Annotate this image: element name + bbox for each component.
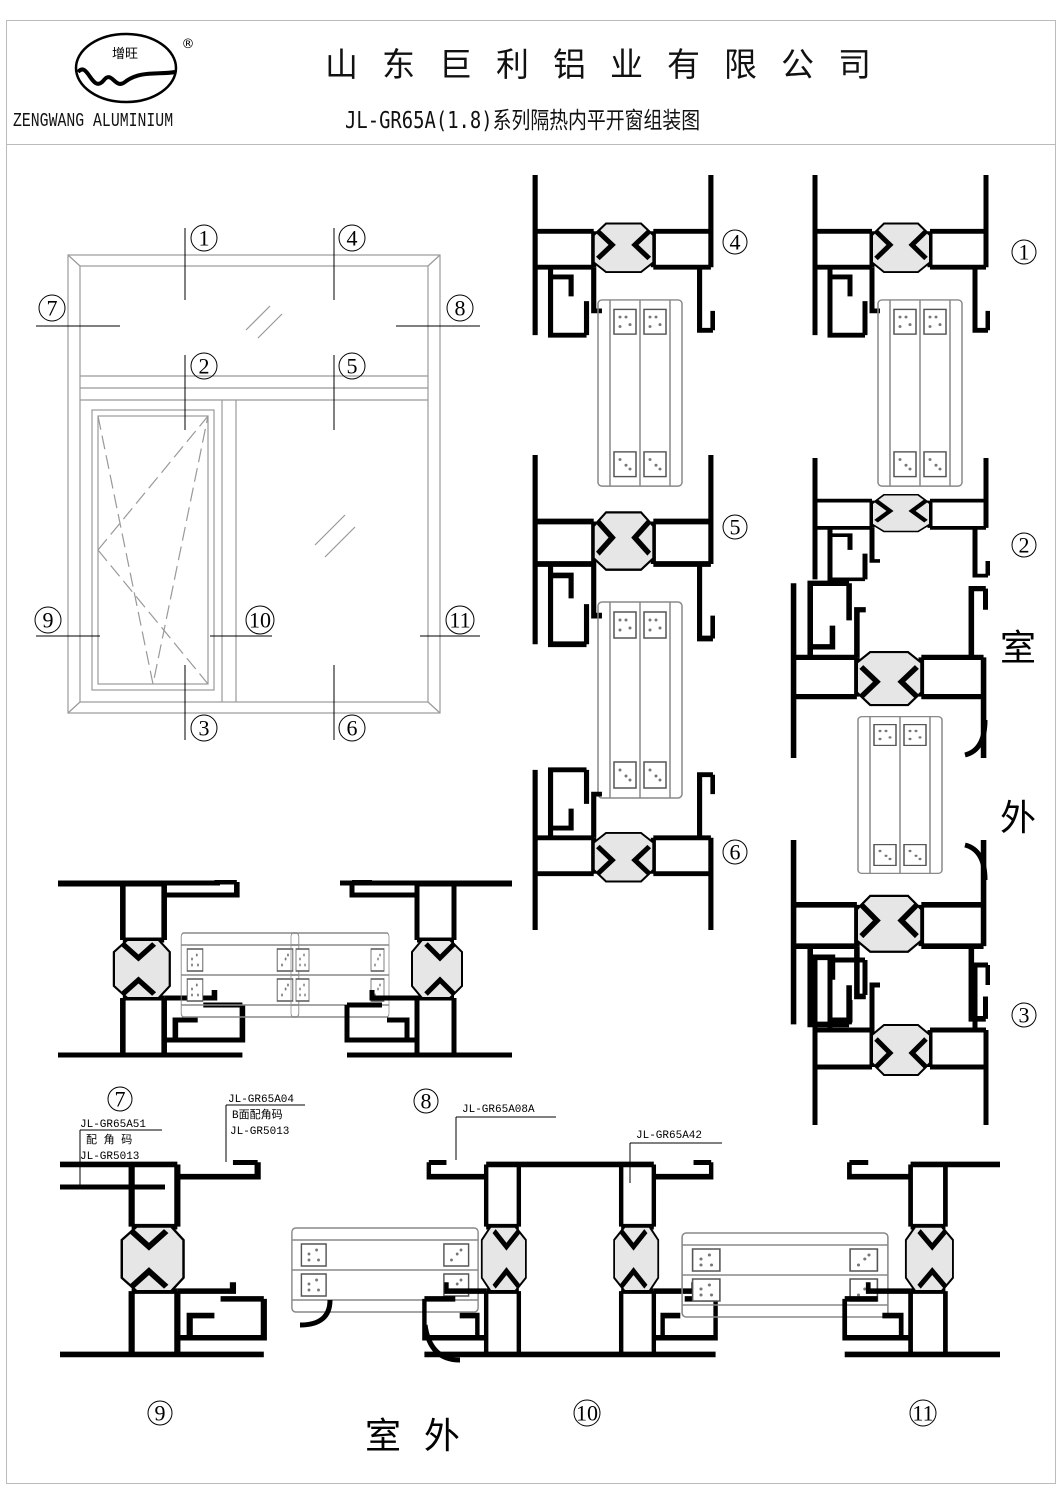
company-logo: 增旺 ® xyxy=(74,32,195,104)
part-a04-code: JL-GR5013 xyxy=(230,1126,289,1138)
section-label-7: 7 xyxy=(115,1087,126,1112)
company-name: 山东巨利铝业有限公司 xyxy=(325,45,895,84)
section-label-9: 9 xyxy=(155,1401,166,1426)
horizontal-section-7-8 xyxy=(58,882,512,1055)
logo-chars: 增旺 xyxy=(112,47,138,62)
callout-2: 2 xyxy=(199,354,210,379)
horizontal-section-9-10-11 xyxy=(60,1162,1000,1363)
registered-mark: ® xyxy=(182,37,195,52)
section-label-8: 8 xyxy=(421,1089,432,1114)
part-jl-gr65a04: JL-GR65A04 xyxy=(228,1094,294,1106)
part-leader-lines xyxy=(79,1086,937,1427)
callout-1: 1 xyxy=(199,226,210,251)
part-jl-gr65a42: JL-GR65A42 xyxy=(636,1130,702,1142)
vertical-section-4-5-6 xyxy=(535,175,713,930)
section-label-2: 2 xyxy=(1019,533,1030,558)
callout-11: 11 xyxy=(449,608,470,633)
window-elevation xyxy=(67,254,441,714)
outdoor-label-side: 外 xyxy=(1000,798,1036,839)
callout-5: 5 xyxy=(347,354,358,379)
callout-10: 10 xyxy=(249,608,271,633)
section-label-3: 3 xyxy=(1019,1003,1030,1028)
logo-text: ZENGWANG ALUMINIUM xyxy=(13,110,174,132)
section-label-6: 6 xyxy=(730,840,741,865)
part-a51-code: JL-GR5013 xyxy=(80,1151,139,1163)
callout-9: 9 xyxy=(43,608,54,633)
drawing-border xyxy=(6,20,1056,1484)
part-jl-gr65a51: JL-GR65A51 xyxy=(80,1119,146,1131)
part-jl-gr65a08a: JL-GR65A08A xyxy=(462,1104,535,1116)
callout-8: 8 xyxy=(455,296,466,321)
callout-7: 7 xyxy=(47,296,58,321)
section-label-11: 11 xyxy=(912,1401,933,1426)
part-a04-corner-bracket: B面配角码 xyxy=(232,1108,283,1122)
vertical-section-1-2-3 xyxy=(794,175,988,1125)
section-label-10: 10 xyxy=(576,1401,598,1426)
callout-3: 3 xyxy=(199,716,210,741)
callout-4: 4 xyxy=(347,226,358,251)
section-label-4: 4 xyxy=(730,230,741,255)
header-divider xyxy=(6,144,1056,145)
section-cut-lines xyxy=(36,228,480,740)
part-a51-corner-bracket: 配 角 码 xyxy=(86,1133,132,1147)
section-label-5: 5 xyxy=(730,515,741,540)
elevation-callout-circles xyxy=(34,224,475,742)
callout-6: 6 xyxy=(347,716,358,741)
outdoor-label-bottom: 室 外 xyxy=(365,1416,460,1457)
indoor-label: 室 xyxy=(1000,628,1036,669)
section-label-1: 1 xyxy=(1019,240,1030,265)
drawing-title: JL-GR65A(1.8)系列隔热内平开窗组装图 xyxy=(345,108,701,134)
